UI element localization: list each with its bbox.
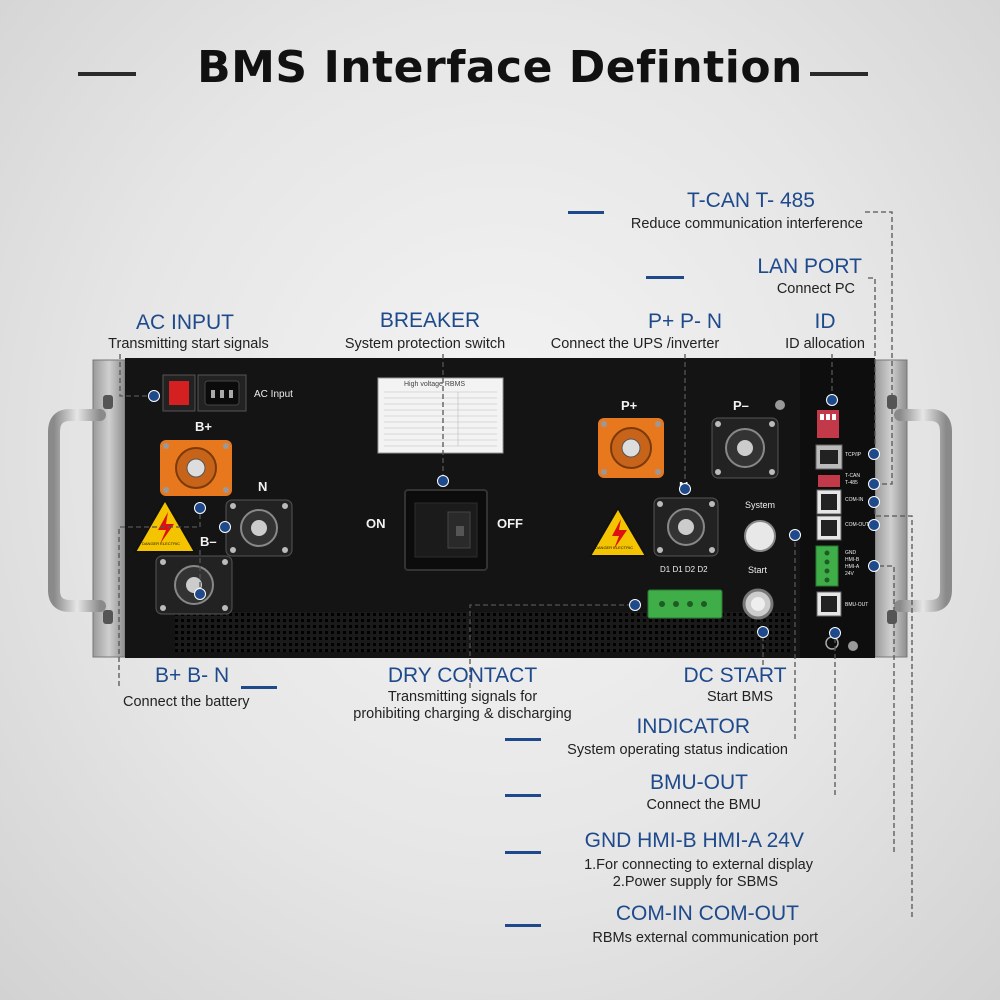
- hmi-title: GND HMI-B HMI-A 24V: [584, 829, 804, 852]
- dry-contact-sub1: Transmitting signals for: [387, 689, 538, 705]
- off-print: OFF: [497, 516, 523, 531]
- indicator-title: INDICATOR: [636, 715, 750, 738]
- pn-title: P+ P- N: [647, 310, 723, 333]
- ac-input-title: AC INPUT: [135, 311, 234, 334]
- on-print: ON: [366, 516, 386, 531]
- t-can-underline: [568, 211, 604, 214]
- p-minus-terminal: [711, 417, 779, 479]
- dc-start-sub: Start BMS: [706, 689, 774, 705]
- id-dot: [826, 394, 838, 406]
- dry-contact-title: DRY CONTACT: [387, 664, 538, 687]
- side-label-24v: 24V: [845, 571, 854, 577]
- pn-sub: Connect the UPS /inverter: [550, 336, 720, 352]
- rack-ear-right: [874, 359, 908, 658]
- hmi-underline: [505, 851, 541, 854]
- ac-input-dot: [148, 390, 160, 402]
- b-minus-print: B–: [200, 534, 217, 549]
- hmi-terminal: [815, 545, 839, 587]
- battery-title: B+ B- N: [155, 664, 230, 687]
- pn-dot: [679, 483, 691, 495]
- dry-contact-dot: [629, 599, 641, 611]
- b-minus-terminal: [155, 555, 233, 615]
- breaker-title: BREAKER: [379, 309, 481, 332]
- indicator-underline: [505, 738, 541, 741]
- com-title: COM-IN COM-OUT: [615, 902, 799, 925]
- side-label-hmib: HMI-B: [845, 557, 860, 563]
- p-minus-print: P–: [733, 398, 749, 413]
- breaker-switch: [404, 489, 488, 571]
- side-label-t485: T-485: [845, 480, 858, 486]
- side-label-comin: COM-IN: [845, 497, 864, 503]
- side-label-tcpip: TCP/IP: [845, 452, 862, 458]
- hmi-dot: [868, 560, 880, 572]
- n-left-print: N: [258, 479, 268, 494]
- handle-left: [48, 409, 106, 612]
- ac-input-print: AC Input: [254, 389, 293, 400]
- p-plus-terminal: [598, 418, 664, 478]
- warning-right-print: DANGER ELECTRIC: [595, 545, 634, 550]
- lan-port: [815, 444, 843, 470]
- hmi-sub2: 2.Power supply for SBMS: [612, 874, 778, 890]
- indicator-sub: System operating status indication: [567, 742, 788, 758]
- dc-start-title: DC START: [683, 664, 787, 687]
- warning-left-print: DANGER ELECTRIC: [142, 541, 181, 546]
- system-indicator-light: [744, 520, 776, 552]
- bmu-out-sub: Connect the BMU: [646, 797, 761, 813]
- b-plus-terminal: [160, 440, 232, 496]
- t-can-title: T-CAN T- 485: [687, 189, 815, 212]
- t-can-dot: [868, 478, 880, 490]
- battery-dot-3: [194, 588, 206, 600]
- system-print: System: [745, 500, 776, 510]
- side-label-tcan: T-CAN: [845, 473, 860, 479]
- ac-input-sub: Transmitting start signals: [108, 336, 269, 352]
- side-label-bmuout: BMU-OUT: [845, 602, 869, 608]
- battery-dot-1: [194, 502, 206, 514]
- t-can-port: [818, 475, 840, 487]
- com-sub: RBMs external communication port: [592, 930, 818, 946]
- warning-triangle-right: [588, 506, 648, 557]
- ac-input-socket: [162, 374, 247, 412]
- p-plus-print: P+: [621, 398, 638, 413]
- id-sub: ID allocation: [785, 336, 865, 352]
- id-dip-switch: [817, 410, 839, 438]
- side-label-comout: COM-OUT: [845, 522, 869, 528]
- t-can-sub: Reduce communication interference: [630, 216, 863, 232]
- battery-dot-2: [219, 521, 231, 533]
- d-labels-print: D1 D1 D2 D2: [660, 565, 708, 574]
- breaker-dot: [437, 475, 449, 487]
- handle-right: [894, 409, 952, 612]
- com-underline: [505, 924, 541, 927]
- title-bar-right: [810, 72, 868, 76]
- breaker-sub: System protection switch: [344, 336, 506, 352]
- side-label-hmia: HMI-A: [845, 564, 860, 570]
- lan-port-title: LAN PORT: [757, 255, 862, 278]
- page-title: BMS Interface Defintion: [197, 42, 803, 93]
- n-left-terminal: [225, 499, 293, 557]
- com-out-dot: [868, 519, 880, 531]
- side-label-gnd: GND: [845, 550, 857, 556]
- plate-title-print: High voltage RBMS: [404, 381, 466, 388]
- title-bar-left: [78, 72, 136, 76]
- com-in-dot: [868, 496, 880, 508]
- header: BMS Interface Defintion: [0, 40, 1000, 120]
- battery-sub: Connect the battery: [123, 694, 250, 710]
- lan-port-underline: [646, 276, 684, 279]
- dry-contact-sub2: prohibiting charging & discharging: [353, 706, 572, 722]
- dc-start-dot: [757, 626, 769, 638]
- bmu-out-underline: [505, 794, 541, 797]
- lan-port-dot: [868, 448, 880, 460]
- hmi-sub1: 1.For connecting to external display: [584, 857, 813, 873]
- start-print: Start: [748, 565, 768, 575]
- rack-ear-left: [92, 359, 126, 658]
- bmu-out-title: BMU-OUT: [650, 771, 748, 794]
- lan-port-sub: Connect PC: [776, 281, 855, 297]
- battery-underline: [241, 686, 277, 689]
- id-title: ID: [814, 310, 836, 333]
- dry-contact-terminal: [647, 589, 723, 619]
- nameplate: [377, 377, 504, 454]
- b-plus-print: B+: [195, 419, 212, 434]
- n-right-terminal: [653, 497, 719, 557]
- bmu-out-dot: [829, 627, 841, 639]
- indicator-dot: [789, 529, 801, 541]
